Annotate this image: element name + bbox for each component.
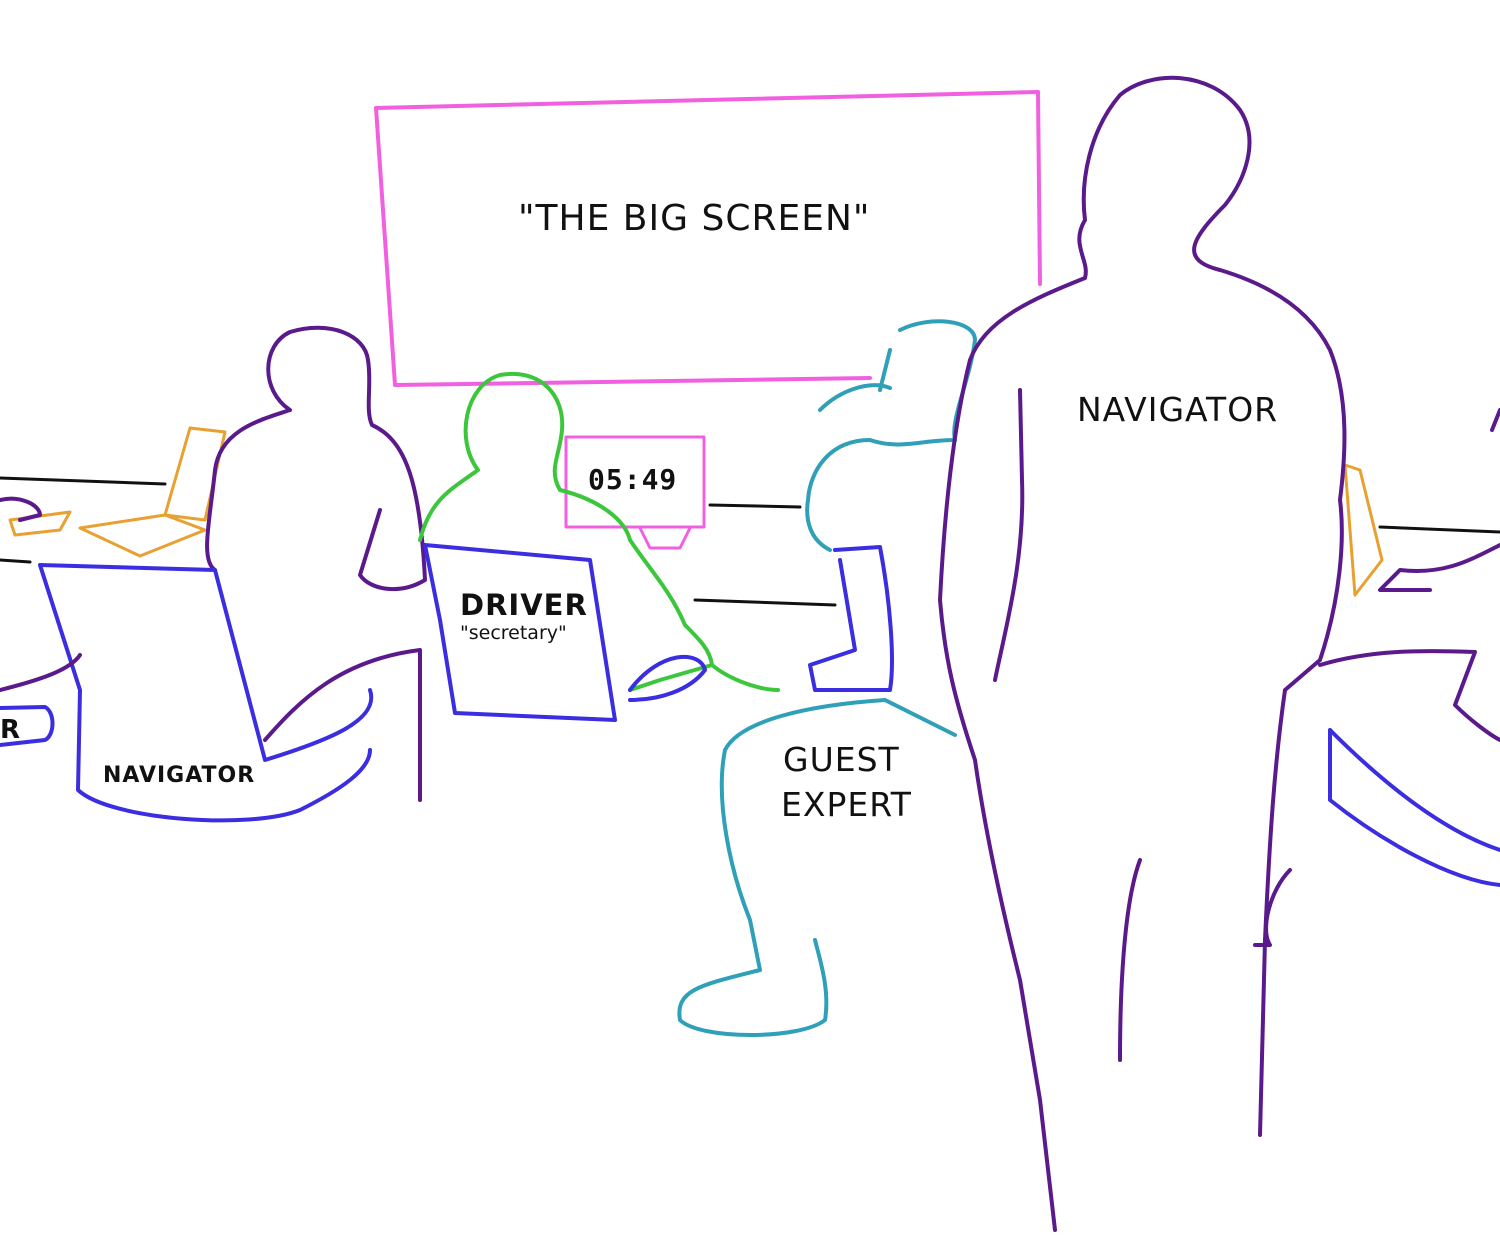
driver-label: DRIVER (460, 588, 588, 622)
navigator-standing-label: NAVIGATOR (1077, 390, 1279, 429)
driver-sublabel: "secretary" (460, 622, 567, 644)
guest-expert-label-line1: GUEST (783, 740, 900, 779)
laptops (8, 426, 1384, 597)
driver-chair (423, 543, 707, 722)
big-screen-frame (374, 90, 1042, 387)
big-screen-label: "THE BIG SCREEN" (518, 198, 871, 239)
left-edge-person (0, 496, 82, 692)
left-edge-chair (0, 705, 55, 747)
timer-display: 05:49 (588, 463, 678, 496)
guest-expert-body (677, 319, 977, 1037)
cut-off-label: R (0, 715, 22, 745)
navigator-seated-chair (38, 563, 374, 823)
desk-lines (0, 476, 1500, 607)
right-edge-person (1253, 408, 1500, 947)
guest-expert-label-line2: EXPERT (781, 785, 912, 824)
driver-body (418, 371, 780, 692)
right-edge-chair (1328, 728, 1500, 887)
guest-expert-chair (808, 545, 894, 692)
monitor (564, 435, 706, 550)
navigator-seated-body (205, 325, 427, 802)
navigator-standing-body (938, 75, 1347, 1232)
navigator-seated-label: NAVIGATOR (103, 763, 256, 788)
